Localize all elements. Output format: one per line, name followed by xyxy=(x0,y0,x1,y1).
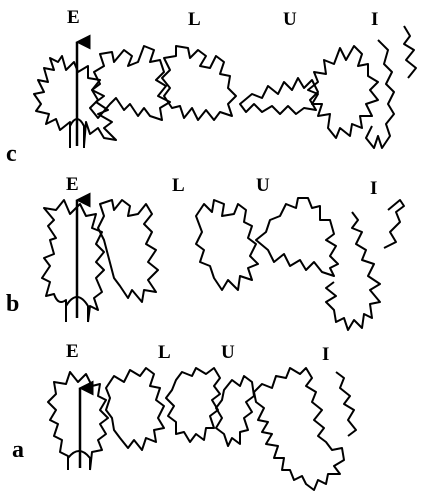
row-b-segment-L-label: L xyxy=(172,176,185,195)
row-b-E-outline xyxy=(42,200,104,322)
row-b-I-tip-outline xyxy=(384,200,404,248)
row-c-segment-L-label: L xyxy=(188,10,201,29)
row-b-segment-I-label: I xyxy=(370,179,377,198)
row-c-segment-I-label: I xyxy=(371,10,378,29)
row-c-I-outline xyxy=(240,78,318,114)
row-b-L-outline xyxy=(98,200,158,302)
row-a-I-lower-outline xyxy=(254,368,344,490)
row-c-outlines xyxy=(34,26,416,148)
row-b-outlines xyxy=(42,198,404,330)
row-a-label: a xyxy=(12,438,24,462)
row-a-segment-I-label: I xyxy=(322,345,329,364)
row-a-I-tip-outline xyxy=(336,372,356,436)
row-c-segment-E-label: E xyxy=(67,8,80,27)
row-a-segment-L-label: L xyxy=(158,343,171,362)
row-c-label: c xyxy=(6,142,17,166)
row-c-U-outline xyxy=(162,46,236,120)
row-b-segment-U-label: U xyxy=(256,176,270,195)
row-a-U-outline xyxy=(166,368,220,442)
row-a-E-outline xyxy=(48,372,108,470)
row-a-outlines xyxy=(48,368,356,490)
row-b-segment-E-label: E xyxy=(66,175,79,194)
row-c-L-outline xyxy=(90,46,170,120)
row-b-I-lower-outline xyxy=(326,212,380,330)
row-a-I-outline xyxy=(216,376,254,446)
row-b-label: b xyxy=(6,292,19,316)
row-c-I-tip-outline xyxy=(404,26,416,78)
row-c-I-side-outline xyxy=(366,40,394,148)
row-a-segment-E-label: E xyxy=(66,342,79,361)
row-b-I-outline xyxy=(256,198,338,276)
row-c-E-outline xyxy=(34,56,116,146)
row-a-segment-U-label: U xyxy=(221,343,235,362)
row-b-U-outline xyxy=(196,200,258,290)
row-c-segment-U-label: U xyxy=(283,10,297,29)
row-a-L-outline xyxy=(106,368,164,450)
